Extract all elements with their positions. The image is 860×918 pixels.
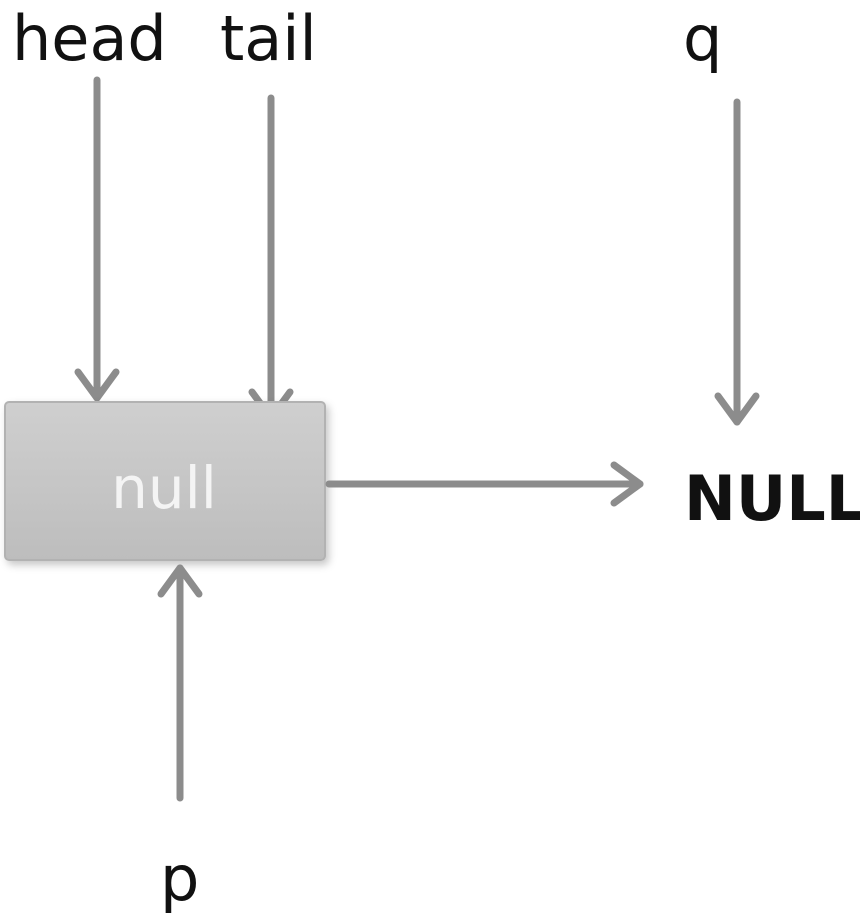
tail-pointer-label: tail — [220, 2, 317, 75]
p-pointer-label: p — [160, 842, 199, 915]
q-arrow — [714, 98, 760, 426]
next-arrow — [325, 461, 644, 507]
null-node-box — [4, 401, 326, 561]
q-pointer-label: q — [683, 2, 722, 75]
null-node: null — [4, 401, 326, 561]
p-arrow — [157, 564, 203, 802]
null-terminal-label: NULL — [684, 462, 860, 535]
head-pointer-label: head — [12, 2, 167, 75]
tail-arrow — [248, 94, 294, 422]
head-arrow — [74, 76, 120, 402]
null-node-value: null — [111, 454, 217, 522]
